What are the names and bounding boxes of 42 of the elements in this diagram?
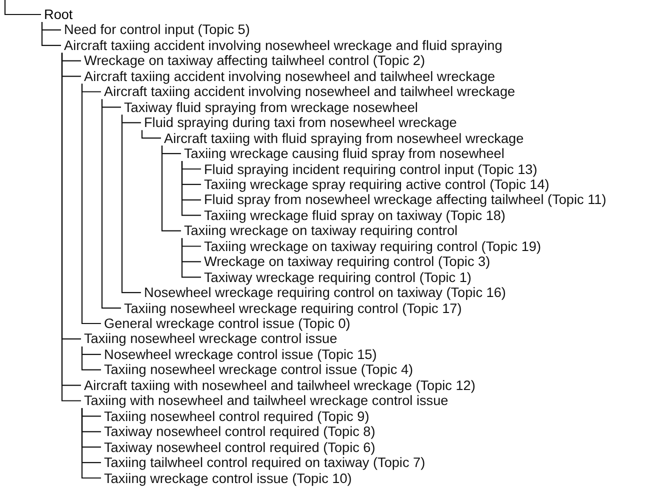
tree-connector bbox=[41, 22, 61, 46]
tree-node-label: Taxiing nosewheel control required (Topic 9) bbox=[104, 408, 370, 424]
tree-node-label: Taxiing nosewheel wreckage control issue bbox=[84, 331, 338, 346]
tree-node-label: Nosewheel wreckage requiring control on taxiway (Topic 16) bbox=[144, 285, 506, 300]
tree-node-label: Nosewheel wreckage control issue (Topic 15) bbox=[104, 346, 377, 362]
tree-node-label: Aircraft taxiing with nosewheel and tailwheel wreckage (Topic 12) bbox=[84, 378, 476, 393]
tree-node-label: Taxiway fluid spraying from wreckage nosewheel bbox=[124, 100, 418, 115]
tree-connector bbox=[81, 408, 101, 479]
tree-node-label: Taxiing wreckage causing fluid spray from nosewheel bbox=[184, 146, 504, 162]
tree-connector bbox=[101, 99, 121, 309]
tree-node-label: Taxiing nosewheel wreckage requiring control (Topic 17) bbox=[124, 300, 462, 316]
tree-node-label: Fluid spray from nosewheel wreckage affecting tailwheel (Topic 11) bbox=[204, 192, 606, 208]
tree-node-label: Taxiing tailwheel control required on taxiway (Topic 7) bbox=[104, 455, 426, 470]
tree-node-label: Wreckage on taxiway requiring control (Topic 3) bbox=[204, 254, 490, 270]
tree-node-label: Taxiing wreckage spray requiring active control (Topic 14) bbox=[204, 176, 550, 192]
tree-node-label: Taxiing nosewheel wreckage control issue (Topic 4) bbox=[104, 362, 414, 378]
tree-node-label: Need for control input (Topic 5) bbox=[64, 22, 250, 38]
tree-node-label: Taxiway wreckage requiring control (Topic 1) bbox=[204, 270, 472, 285]
tree-node-label: Fluid spraying incident requiring control input (Topic 13) bbox=[204, 162, 538, 176]
tree-node-label: Taxiing wreckage on taxiway requiring control (Topic 19) bbox=[204, 238, 541, 254]
tree-node-label: Taxiing wreckage fluid spray on taxiway (Topic 18) bbox=[204, 208, 506, 223]
tree-node-label: Aircraft taxiing with fluid spraying from nosewheel wreckage bbox=[164, 130, 524, 146]
tree-node-label: Taxiing wreckage on taxiway requiring control bbox=[184, 223, 458, 238]
tree-node-label: Taxiway nosewheel control required (Topic 6) bbox=[104, 440, 376, 455]
tree-node-label: Aircraft taxiing accident involving nosewheel and tailwheel wreckage bbox=[104, 84, 516, 100]
tree-node-label: Taxiing wreckage control issue (Topic 10) bbox=[104, 470, 352, 486]
tree-node-label: Taxiway nosewheel control required (Topic 8) bbox=[104, 424, 376, 440]
tree-connector bbox=[141, 130, 161, 139]
tree-node-label: Wreckage on taxiway affecting tailwheel control (Topic 2) bbox=[84, 53, 426, 68]
tree-node-label: General wreckage control issue (Topic 0) bbox=[104, 316, 350, 331]
tree-connector bbox=[181, 238, 201, 278]
tree-connector bbox=[81, 84, 101, 324]
tree-node-label: Aircraft taxiing accident involving nosewheel and tailwheel wreckage bbox=[84, 68, 496, 84]
tree-node-label: Fluid spraying during taxi from nosewheel wreckage bbox=[144, 115, 457, 130]
tree-connector bbox=[161, 146, 181, 232]
tree-connector bbox=[181, 161, 201, 216]
tree-connector bbox=[121, 114, 141, 294]
tree-connector bbox=[4, 0, 41, 16]
tree-node-label: Aircraft taxiing accident involving nosewheel wreckage and fluid spraying bbox=[64, 38, 502, 53]
tree-node-label: Taxiing with nosewheel and tailwheel wreckage control issue bbox=[84, 393, 448, 408]
tree-connector bbox=[81, 346, 101, 370]
tree-node-label: Root bbox=[44, 7, 73, 22]
